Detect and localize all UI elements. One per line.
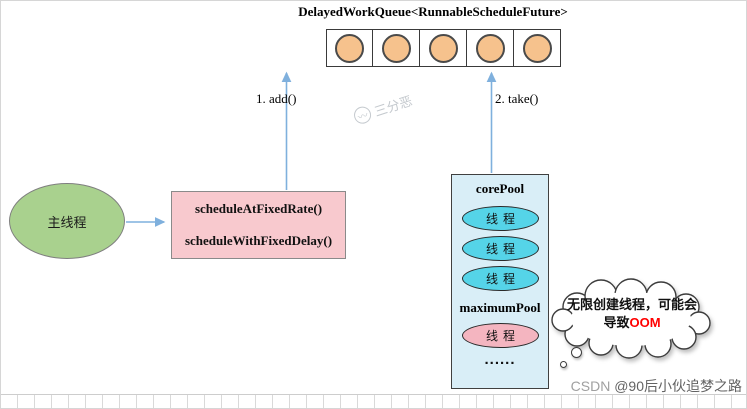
queue-slot — [420, 29, 467, 67]
csdn-brand: CSDN — [570, 378, 615, 394]
thought-bubble-dot — [571, 347, 582, 358]
delayed-work-queue — [326, 29, 561, 67]
csdn-handle: @90后小伙追梦之路 — [614, 378, 742, 394]
core-pool-label: corePool — [475, 181, 525, 196]
queue-slot — [373, 29, 420, 67]
queue-slot — [514, 29, 561, 67]
maximum-pool-label: maximumPool — [459, 300, 541, 315]
label-add: 1. add() — [256, 91, 297, 106]
center-watermark: 〰 三分恶 — [351, 90, 415, 127]
queue-slot — [467, 29, 514, 67]
task-circle-icon — [428, 33, 458, 63]
main-thread-label: 主线程 — [47, 214, 87, 230]
task-circle-icon — [522, 33, 552, 63]
oom-warning-line1: 无限创建线程，可能会 — [566, 297, 697, 312]
canvas-grid-strip — [1, 394, 746, 408]
task-circle-icon — [475, 33, 505, 63]
thought-cloud-shape — [551, 278, 711, 359]
queue-title: DelayedWorkQueue<RunnableScheduleFuture> — [298, 4, 568, 19]
watermark-text: 三分恶 — [372, 93, 415, 120]
more-threads-ellipsis: ...... — [484, 351, 516, 368]
thread-pool-panel: corePool 线程 线程 线程 maximumPool 线程 ...... — [451, 174, 549, 389]
core-thread-ellipse: 线程 — [462, 206, 539, 231]
queue-slot — [326, 29, 373, 67]
oom-warning-note: 无限创建线程，可能会 导致OOM — [555, 296, 709, 332]
oom-warning-line2: 导致OOM — [603, 315, 661, 330]
schedule-at-fixed-rate-label: scheduleAtFixedRate() — [194, 201, 323, 216]
main-thread-ellipse: 主线程 — [9, 183, 125, 259]
core-thread-ellipse: 线程 — [462, 236, 539, 261]
schedule-with-fixed-delay-label: scheduleWithFixedDelay() — [184, 233, 333, 248]
oom-highlight: OOM — [629, 315, 661, 330]
task-circle-icon — [381, 33, 411, 63]
maximum-thread-ellipse: 线程 — [462, 323, 539, 348]
watermark-logo-icon: 〰 — [351, 104, 374, 126]
bottom-watermark: CSDN @90后小伙追梦之路 — [571, 376, 742, 396]
thought-bubble-dot — [560, 361, 567, 368]
schedule-methods-box: scheduleAtFixedRate() scheduleWithFixedD… — [171, 191, 346, 259]
task-circle-icon — [335, 33, 364, 63]
label-take: 2. take() — [495, 91, 539, 106]
core-thread-ellipse: 线程 — [462, 266, 539, 291]
